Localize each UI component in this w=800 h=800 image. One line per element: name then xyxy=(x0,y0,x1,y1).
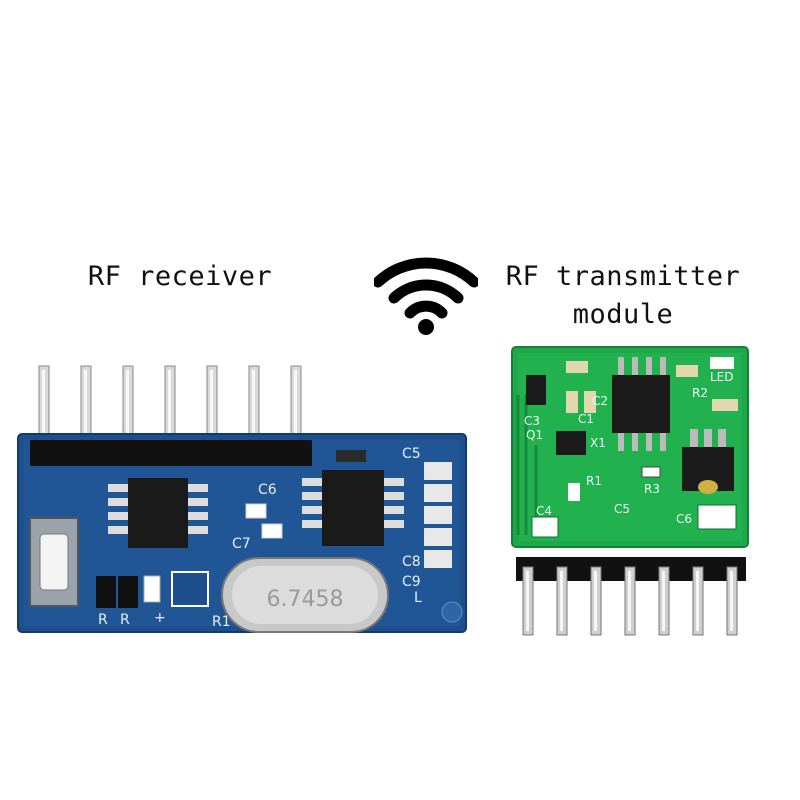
receiver-ic-1 xyxy=(108,478,208,548)
transmitter-pin xyxy=(590,566,602,636)
tx-label-c6: C6 xyxy=(676,512,692,526)
receiver-smd-pads xyxy=(245,450,452,568)
tx-label-c4: C4 xyxy=(536,504,552,518)
tx-label-c3: C3 xyxy=(524,414,540,428)
receiver-crystal: 6.7458 xyxy=(221,557,389,633)
receiver-pushbutton xyxy=(29,517,79,607)
receiver-header-pins xyxy=(38,365,302,457)
transmitter-pin xyxy=(522,566,534,636)
rx-label-r1: R1 xyxy=(212,614,231,630)
transmitter-pin xyxy=(624,566,636,636)
rx-label-c6: C6 xyxy=(258,482,277,498)
rx-label-c5: C5 xyxy=(402,446,421,462)
tx-label-c1: C1 xyxy=(578,412,594,426)
tx-label-r2: R2 xyxy=(692,386,708,400)
transmitter-smd-parts xyxy=(531,357,738,538)
receiver-board: 6.7458 C5 C6 C7 C8 C9 R1 R R + L xyxy=(17,365,467,633)
transmitter-pin xyxy=(556,566,568,636)
tx-label-r1: R1 xyxy=(586,474,602,488)
receiver-resistors xyxy=(96,571,209,608)
wifi-icon xyxy=(374,257,478,335)
transmitter-regulator xyxy=(682,429,734,494)
tx-label-led: LED xyxy=(710,370,734,384)
transmitter-board: C3 Q1 C1 C2 X1 R1 R2 R3 C5 C4 C6 LED xyxy=(511,346,749,636)
transmitter-transistor-q1 xyxy=(526,375,546,405)
rx-label-r-b: R xyxy=(120,612,130,628)
tx-label-r3: R3 xyxy=(644,482,660,496)
tx-label-q1: Q1 xyxy=(526,428,543,442)
transmitter-ic xyxy=(612,357,670,451)
transmitter-header-pins xyxy=(522,566,738,636)
receiver-ic-2 xyxy=(302,470,404,546)
rx-label-l: L xyxy=(414,590,422,606)
tx-label-x1: X1 xyxy=(590,436,606,450)
transmitter-pin xyxy=(726,566,738,636)
rx-label-c8: C8 xyxy=(402,554,421,570)
transmitter-pin xyxy=(658,566,670,636)
tx-label-c2: C2 xyxy=(592,394,608,408)
rx-label-r-a: R xyxy=(98,612,108,628)
transmitter-label-line1: RF transmitter xyxy=(505,261,741,292)
rx-label-c9: C9 xyxy=(402,574,421,590)
rx-label-c7: C7 xyxy=(232,536,251,552)
crystal-marking: 6.7458 xyxy=(267,587,344,612)
transmitter-pin xyxy=(692,566,704,636)
transmitter-label: RF transmitter module xyxy=(498,258,748,334)
tx-label-c5: C5 xyxy=(614,502,630,516)
rx-label-plus: + xyxy=(154,610,166,626)
transmitter-crystal-x1 xyxy=(556,431,586,455)
receiver-label: RF receiver xyxy=(87,261,273,292)
receiver-header-plastic xyxy=(30,440,312,466)
transmitter-label-line2: module xyxy=(572,299,674,330)
